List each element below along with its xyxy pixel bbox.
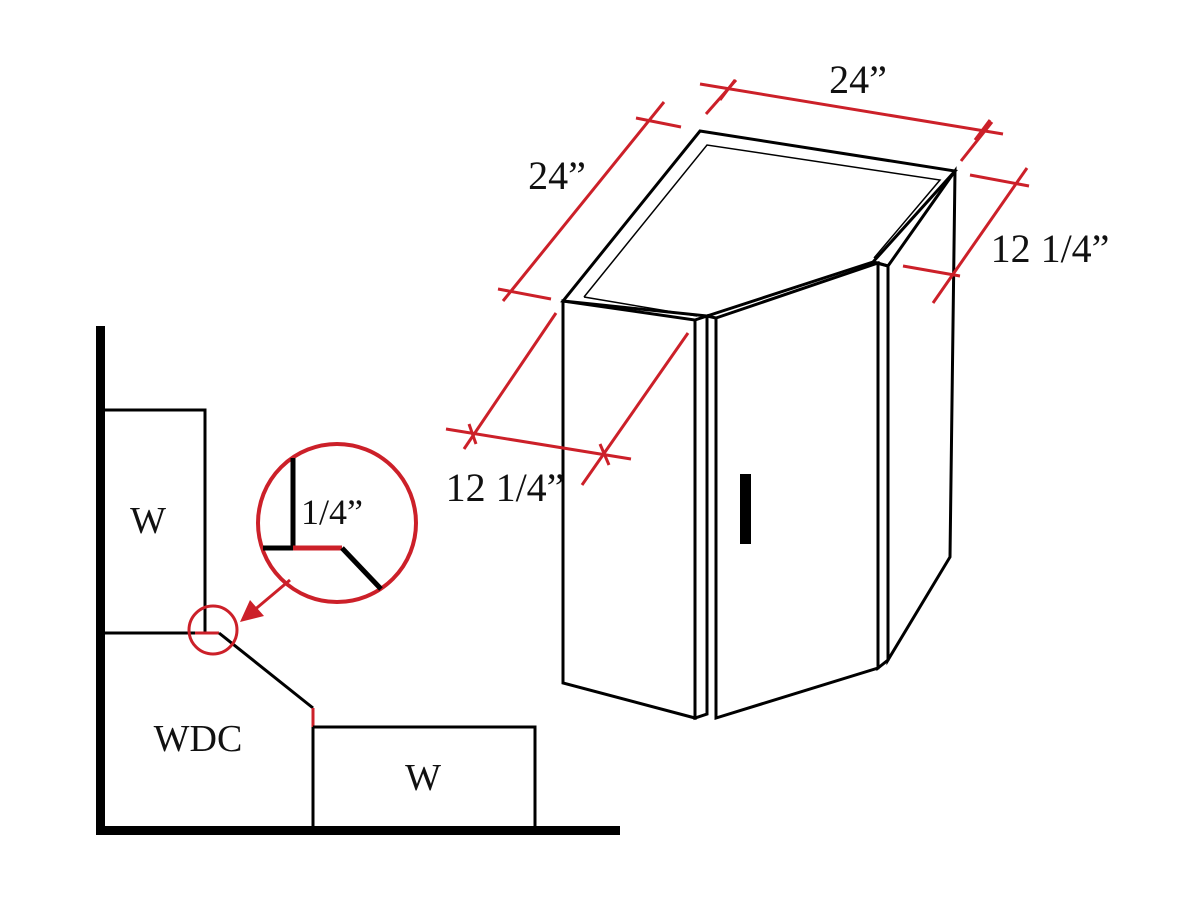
plan-left-wall bbox=[96, 326, 105, 834]
dimension-lines: 24” 24” 12 1/4” 12 1/4” bbox=[446, 57, 1110, 510]
plan-corner-cabinet-diagonal bbox=[218, 631, 314, 710]
dim-back-width-label: 24” bbox=[829, 57, 887, 102]
cabinet-top-inner bbox=[583, 144, 942, 298]
cabinet-left-panel-edge bbox=[693, 313, 709, 721]
plan-bottom-wall bbox=[96, 826, 620, 835]
dim-left-side-label: 12 1/4” bbox=[446, 465, 565, 510]
dim-right-side-line bbox=[931, 167, 1029, 304]
door-handle bbox=[740, 474, 751, 544]
cabinet-3d-view bbox=[560, 129, 958, 721]
dim-left-side-tick-left bbox=[467, 423, 478, 445]
plan-upper-cabinet-label: W bbox=[130, 500, 166, 542]
dim-left-depth-ext-bottom bbox=[497, 287, 552, 301]
dim-left-depth-ext-top bbox=[635, 116, 682, 129]
detail-callout-label: 1/4” bbox=[301, 492, 363, 532]
cabinet-top-inner-front bbox=[583, 296, 698, 317]
dim-left-side-ext-left bbox=[462, 312, 558, 450]
detail-callout: 1/4” bbox=[256, 442, 418, 604]
plan-lower-right-cabinet-outline bbox=[313, 725, 537, 826]
plan-view: W WDC W 1/4” bbox=[96, 326, 620, 835]
dim-left-side-ext-right bbox=[580, 332, 690, 486]
dim-left-depth-label: 24” bbox=[528, 153, 586, 198]
dim-back-width-tick-left bbox=[718, 79, 737, 101]
cabinet-door-hinge-gap bbox=[706, 314, 717, 320]
cabinet-top-outer bbox=[560, 129, 958, 318]
dim-right-side-ext-bottom bbox=[902, 264, 961, 278]
dim-back-width-ext-right bbox=[959, 121, 994, 162]
dim-left-side-line bbox=[445, 427, 632, 461]
plan-corner-highlight-circle bbox=[187, 604, 239, 656]
plan-lower-cabinet-label: W bbox=[405, 757, 441, 799]
detail-callout-circle bbox=[256, 442, 418, 604]
detail-diagonal-edge bbox=[340, 546, 383, 591]
callout-arrow-line bbox=[251, 578, 291, 614]
dim-back-width-line bbox=[699, 82, 1004, 136]
cabinet-right-top-edge bbox=[872, 260, 889, 268]
callout-arrow-head bbox=[240, 600, 264, 622]
dim-right-side-label: 12 1/4” bbox=[991, 226, 1110, 271]
plan-corner-cabinet-label: WDC bbox=[154, 718, 243, 760]
cabinet-left-panel bbox=[561, 299, 697, 720]
dim-left-side-tick-right bbox=[598, 443, 611, 466]
dim-right-side-ext-top bbox=[969, 173, 1030, 188]
dim-back-width-tick-right bbox=[973, 119, 992, 141]
cabinet-right-side bbox=[886, 166, 957, 666]
plan-upper-cabinet-outline bbox=[105, 408, 207, 633]
dim-left-depth-line bbox=[501, 101, 666, 302]
